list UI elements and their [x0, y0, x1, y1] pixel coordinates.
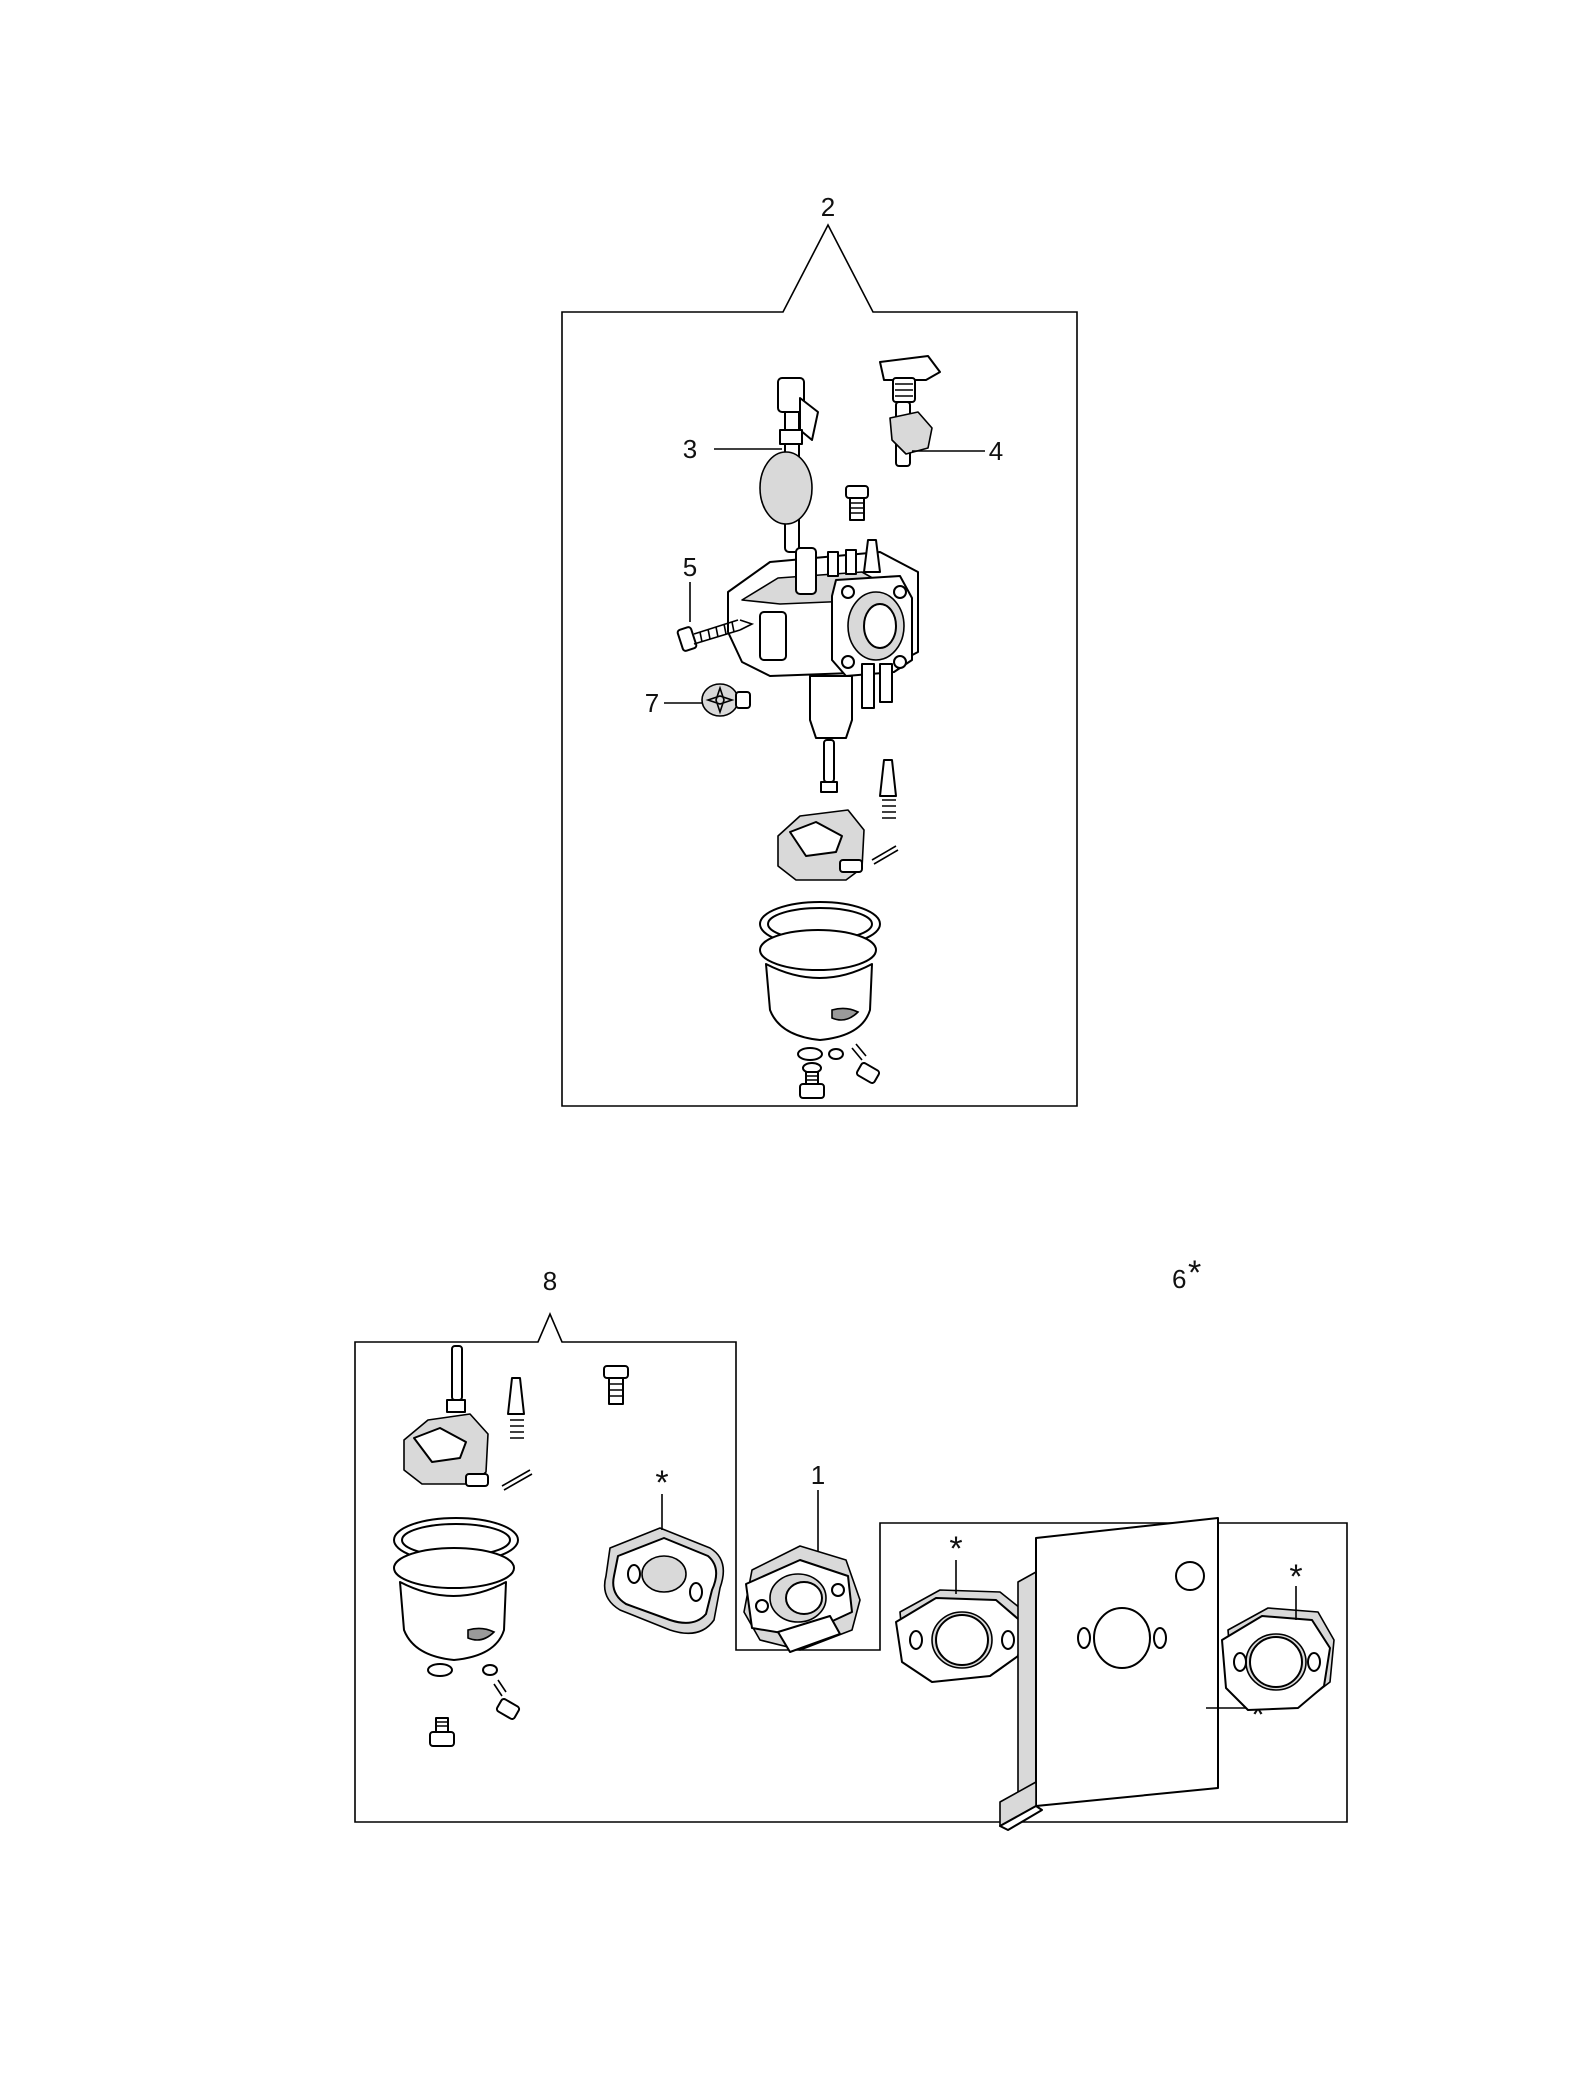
group-frame-float-bowl-kit — [354, 1311, 1348, 1823]
kit-jet-and-needle-parts — [446, 1345, 533, 1491]
callout-7: 7 — [645, 688, 659, 718]
group-frame-carburetor — [561, 223, 1078, 1107]
throttle-shaft-part — [879, 355, 941, 467]
insulator-part — [743, 1545, 861, 1653]
throttle-stop-screw-part — [845, 485, 869, 521]
float-part — [777, 809, 865, 881]
exhaust-side-gasket-part — [1221, 1607, 1335, 1711]
callout-6: 6 — [1172, 1264, 1186, 1294]
bowl-bolt-parts — [797, 1043, 881, 1099]
callout-5: 5 — [683, 552, 697, 582]
callout-8: 8 — [543, 1266, 557, 1296]
carburetor-body-part — [727, 539, 919, 739]
kit-bowl-bolt-parts — [427, 1663, 521, 1747]
callout-2: 2 — [821, 192, 835, 222]
carburetor-gasket-part — [603, 1527, 725, 1635]
callout-4: 4 — [989, 436, 1003, 466]
carburetor-assembly-group: 2 3 4 — [561, 192, 1078, 1107]
choke-shaft-part — [759, 377, 819, 553]
jet-and-needle-parts — [820, 739, 899, 865]
kit-float-bowl-part — [393, 1517, 519, 1661]
intake-gasket-part — [895, 1589, 1031, 1683]
pilot-screw-part — [676, 619, 755, 652]
callout-1: 1 — [811, 1460, 825, 1490]
gasket-mark-3: * — [1289, 1558, 1302, 1596]
kit-float-part — [403, 1413, 489, 1487]
gasket-mark-2: * — [949, 1530, 962, 1568]
callout-6-mark: * — [1188, 1254, 1201, 1292]
float-bowl-part — [759, 901, 881, 1041]
float-bowl-kit-group: 8 — [354, 1266, 1348, 1823]
gasket-mark-1: * — [655, 1464, 668, 1502]
kit-screw-part — [603, 1365, 629, 1405]
gasket-kit-label: 6 * — [1172, 1254, 1201, 1294]
heat-shield-part — [999, 1517, 1219, 1831]
drain-plug-part — [701, 683, 751, 717]
callout-3: 3 — [683, 434, 697, 464]
